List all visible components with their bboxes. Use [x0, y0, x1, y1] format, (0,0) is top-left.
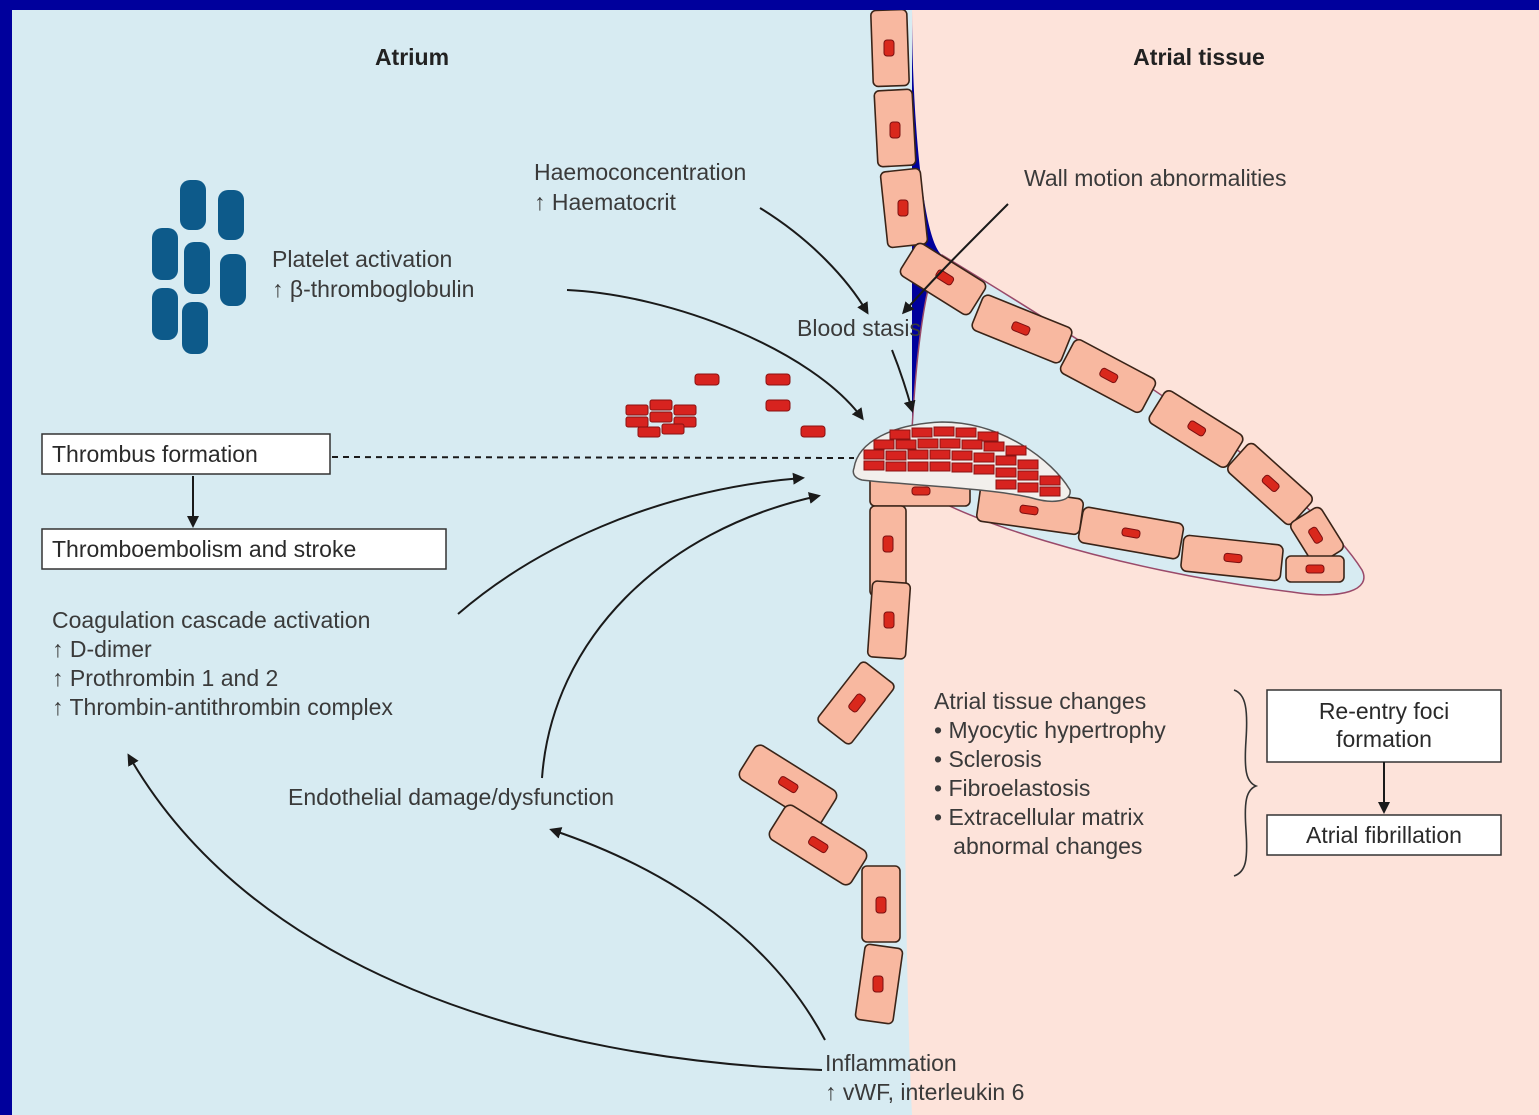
tissue-change-2: • Sclerosis [934, 746, 1042, 772]
coagulation-title: Coagulation cascade activation [52, 607, 370, 633]
wall-motion-label: Wall motion abnormalities [1024, 165, 1286, 191]
tissue-change-5: abnormal changes [934, 833, 1142, 859]
tissue-change-3: • Fibroelastosis [934, 775, 1090, 801]
blood-stasis-label: Blood stasis [797, 315, 921, 341]
reentry-label-2: formation [1336, 726, 1432, 752]
diagram-canvas: Atrium Atrial tissue [12, 10, 1539, 1115]
tissue-change-4: • Extracellular matrix [934, 804, 1144, 830]
endothelial-damage-label: Endothelial damage/dysfunction [288, 784, 614, 810]
coagulation-marker-3: ↑ Thrombin-antithrombin complex [52, 694, 393, 720]
heading-atrial-tissue: Atrial tissue [1133, 44, 1265, 70]
haematocrit-marker: ↑ Haematocrit [534, 189, 676, 215]
inflammation-title: Inflammation [825, 1050, 957, 1076]
reentry-label-1: Re-entry foci [1319, 698, 1449, 724]
tissue-change-1: • Myocytic hypertrophy [934, 717, 1166, 743]
thromboglobulin-marker: ↑ β-thromboglobulin [272, 276, 474, 302]
coagulation-marker-2: ↑ Prothrombin 1 and 2 [52, 665, 278, 691]
atrial-fibrillation-label: Atrial fibrillation [1306, 822, 1462, 848]
haemoconcentration-title: Haemoconcentration [534, 159, 746, 185]
thrombogenesis-diagram: Atrium Atrial tissue [12, 10, 1539, 1115]
inflammation-marker: ↑ vWF, interleukin 6 [825, 1079, 1024, 1105]
thromboembolism-label: Thromboembolism and stroke [52, 536, 356, 562]
tissue-changes-title: Atrial tissue changes [934, 688, 1146, 714]
platelet-activation-title: Platelet activation [272, 246, 452, 272]
heading-atrium: Atrium [375, 44, 449, 70]
thrombus-formation-label: Thrombus formation [52, 441, 258, 467]
coagulation-marker-1: ↑ D-dimer [52, 636, 152, 662]
